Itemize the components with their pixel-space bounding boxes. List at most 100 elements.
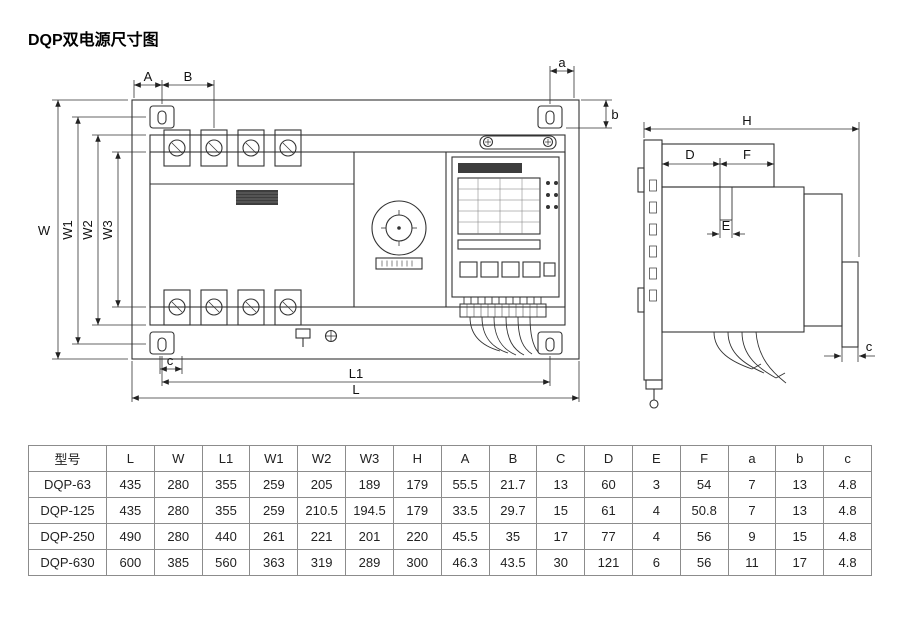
value-cell: 29.7 xyxy=(488,497,538,524)
panel-header xyxy=(458,163,522,173)
value-cell: 17 xyxy=(775,549,825,576)
column-header-H: H xyxy=(392,445,442,472)
column-header-c: c xyxy=(823,445,872,472)
column-header-W: W xyxy=(153,445,203,472)
control-panel xyxy=(451,156,560,298)
value-cell: 189 xyxy=(345,471,394,498)
dim-label-W2: W2 xyxy=(80,220,95,240)
dim-label-D: D xyxy=(685,147,694,162)
value-cell: 220 xyxy=(392,523,442,550)
front-dimension-lines xyxy=(52,66,612,402)
column-header-C: C xyxy=(536,445,586,472)
value-cell: 205 xyxy=(297,471,347,498)
mounting-plate xyxy=(643,139,663,381)
value-cell: 7 xyxy=(727,471,777,498)
column-header-D: D xyxy=(584,445,633,472)
drawing-svg: A B a b W W1 W2 W3 c L1 L xyxy=(38,55,875,409)
dim-label-L1: L1 xyxy=(349,366,363,381)
dimension-table: 型号 L W L1 W1 W2 W3 H A B C D E F a b c D… xyxy=(28,445,872,576)
value-cell: 45.5 xyxy=(440,523,490,550)
value-cell: 55.5 xyxy=(440,471,490,498)
side-end-plate xyxy=(841,261,859,348)
dim-label-L: L xyxy=(352,382,359,397)
side-view xyxy=(637,139,859,409)
column-header-A: A xyxy=(440,445,490,472)
value-cell: 121 xyxy=(584,549,633,576)
column-header-L: L xyxy=(106,445,155,472)
rotary-handle xyxy=(371,200,427,256)
side-top-block xyxy=(661,143,775,188)
value-cell: 210.5 xyxy=(297,497,347,524)
value-cell: 4.8 xyxy=(823,549,872,576)
value-cell: 77 xyxy=(584,523,633,550)
value-cell: 46.3 xyxy=(440,549,490,576)
dim-label-B: B xyxy=(184,69,193,84)
value-cell: 300 xyxy=(392,549,442,576)
value-cell: 13 xyxy=(536,471,586,498)
value-cell: 259 xyxy=(249,497,299,524)
value-cell: 4.8 xyxy=(823,497,872,524)
dim-label-W3: W3 xyxy=(100,220,115,240)
value-cell: 15 xyxy=(536,497,586,524)
value-cell: 4 xyxy=(631,523,681,550)
dim-label-A: A xyxy=(144,69,153,84)
value-cell: 4.8 xyxy=(823,523,872,550)
value-cell: 7 xyxy=(727,497,777,524)
value-cell: 440 xyxy=(201,523,251,550)
value-cell: 319 xyxy=(297,549,347,576)
value-cell: 50.8 xyxy=(679,497,729,524)
column-header-L1: L1 xyxy=(201,445,251,472)
value-cell: 56 xyxy=(679,549,729,576)
dimension-table-section: 型号 L W L1 W1 W2 W3 H A B C D E F a b c D… xyxy=(28,445,872,576)
outer-enclosure xyxy=(131,99,580,360)
dim-label-F: F xyxy=(743,147,751,162)
value-cell: 385 xyxy=(153,549,203,576)
handle-slot xyxy=(375,257,423,270)
dim-label-b: b xyxy=(611,107,618,122)
value-cell: 13 xyxy=(775,471,825,498)
dim-label-c-side: c xyxy=(866,339,873,354)
value-cell: 4 xyxy=(631,497,681,524)
value-cell: 30 xyxy=(536,549,586,576)
mounting-tabs xyxy=(149,105,563,355)
column-header-a: a xyxy=(727,445,777,472)
dimension-drawing: A B a b W W1 W2 W3 c L1 L xyxy=(14,52,900,435)
top-terminals xyxy=(163,129,302,167)
front-view xyxy=(131,99,580,360)
side-dimension-labels: H D F E c xyxy=(685,113,872,354)
side-right-block xyxy=(803,193,843,327)
value-cell: 355 xyxy=(201,497,251,524)
value-cell: 201 xyxy=(345,523,394,550)
front-dimension-labels: A B a b W W1 W2 W3 c L1 L xyxy=(38,55,619,397)
model-cell: DQP-125 xyxy=(28,497,107,524)
value-cell: 61 xyxy=(584,497,633,524)
column-header-model: 型号 xyxy=(28,445,107,472)
column-header-W3: W3 xyxy=(345,445,394,472)
panel-buttons xyxy=(459,261,556,278)
bottom-terminals xyxy=(163,289,302,326)
panel-led-indicators xyxy=(546,181,558,209)
value-cell: 261 xyxy=(249,523,299,550)
side-wires xyxy=(713,331,787,384)
dim-label-a: a xyxy=(558,55,566,70)
model-cell: DQP-630 xyxy=(28,549,107,576)
model-cell: DQP-63 xyxy=(28,471,107,498)
column-header-B: B xyxy=(488,445,538,472)
value-cell: 13 xyxy=(775,497,825,524)
value-cell: 280 xyxy=(153,471,203,498)
value-cell: 35 xyxy=(488,523,538,550)
value-cell: 3 xyxy=(631,471,681,498)
panel-display xyxy=(457,177,541,235)
page-title: DQP双电源尺寸图 xyxy=(28,32,159,49)
side-main-block xyxy=(661,186,805,333)
value-cell: 435 xyxy=(106,497,155,524)
table-header-row: 型号 L W L1 W1 W2 W3 H A B C D E F a b c xyxy=(28,445,872,472)
value-cell: 4.8 xyxy=(823,471,872,498)
column-header-E: E xyxy=(631,445,681,472)
value-cell: 221 xyxy=(297,523,347,550)
label-plate xyxy=(236,190,278,205)
column-header-F: F xyxy=(679,445,729,472)
value-cell: 600 xyxy=(106,549,155,576)
dim-label-W1: W1 xyxy=(60,220,75,240)
